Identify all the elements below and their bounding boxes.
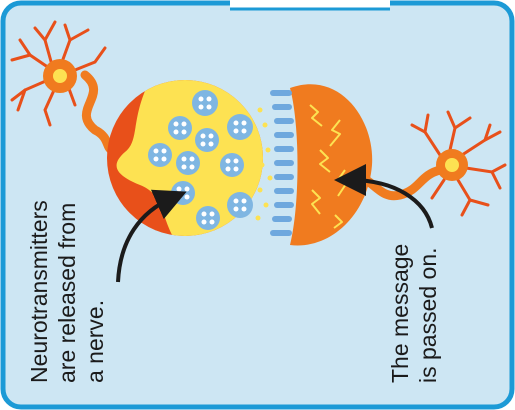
right-label-line2: is passed on. <box>415 247 441 383</box>
left-label-line3: a nerve. <box>82 300 108 383</box>
vesicle <box>148 143 172 167</box>
vesicle <box>220 153 244 177</box>
left-label-line2: are released from <box>54 203 80 383</box>
vesicle <box>176 151 200 175</box>
vesicle <box>195 128 219 152</box>
vesicle <box>196 206 220 230</box>
sending-nucleus <box>53 69 67 83</box>
vesicle <box>227 192 253 218</box>
vesicle <box>168 116 192 140</box>
left-label-line1: Neurotransmitters <box>26 200 52 383</box>
vesicle <box>192 90 218 116</box>
vesicle <box>171 181 195 205</box>
right-label-line1: The message <box>387 244 413 383</box>
vesicle <box>227 114 253 140</box>
receiving-nucleus <box>445 158 459 172</box>
